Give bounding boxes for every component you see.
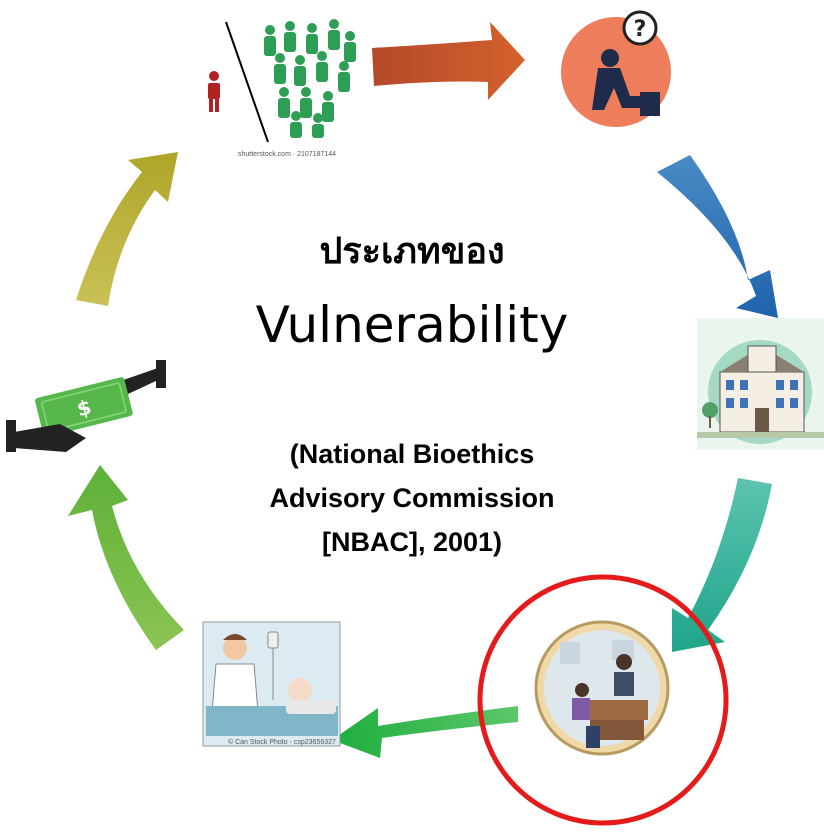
arrow-deferential-to-medical	[332, 706, 518, 758]
minority-image-caption: shutterstock.com · 2107187144	[238, 151, 336, 158]
arrow-minority-to-cognitive	[372, 22, 525, 100]
diagram-title-thai: ประเภทของ	[319, 231, 505, 272]
institution-building-icon	[697, 318, 824, 450]
thinking-person-question-mark-icon: ?	[561, 10, 671, 127]
crowd-with-isolated-person-icon: shutterstock.com · 2107187144	[208, 19, 356, 158]
highlight-circle	[477, 574, 729, 826]
arrow-economic-to-minority	[76, 152, 178, 306]
citation-line-2: Advisory Commission	[269, 483, 555, 513]
svg-text:?: ?	[634, 17, 647, 42]
citation-line-1: (National Bioethics	[289, 439, 535, 469]
arrow-institutional-to-deferential	[672, 478, 772, 652]
medical-image-caption: © Can Stock Photo - csp23656327	[228, 738, 336, 746]
svg-text:$: $	[74, 395, 93, 422]
hospital-patient-bed-icon: © Can Stock Photo - csp23656327	[202, 621, 341, 747]
citation-line-3: [NBAC], 2001)	[321, 527, 503, 557]
arrow-cognitive-to-institutional	[657, 155, 778, 318]
citation: (National Bioethics Advisory Commission …	[0, 432, 824, 564]
hands-exchanging-money-icon: $	[6, 360, 166, 452]
diagram-title-main: Vulnerability	[255, 296, 569, 354]
doctor-patient-consultation-icon	[534, 620, 670, 756]
arrow-medical-to-economic	[68, 465, 184, 650]
